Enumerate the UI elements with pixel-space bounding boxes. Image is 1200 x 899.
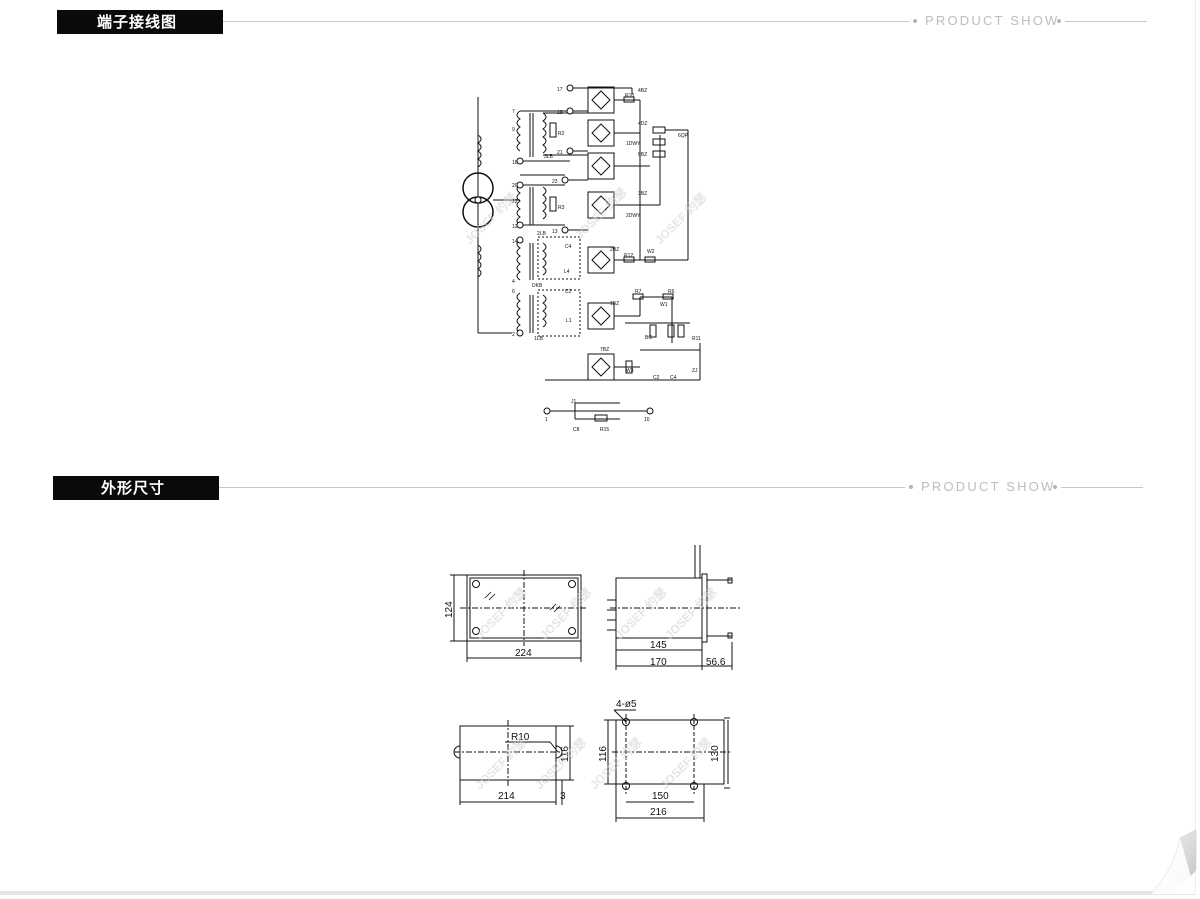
product-show-tagline: PRODUCT SHOW <box>925 13 1060 28</box>
svg-text:R3: R3 <box>558 205 565 211</box>
wiring-section-title: 端子接线图 <box>57 10 223 34</box>
dim-front-height: 124 <box>444 601 455 618</box>
svg-text:6BZ: 6BZ <box>638 152 647 158</box>
dim-mount-radius: R10 <box>511 732 530 743</box>
svg-text:C4: C4 <box>565 244 572 250</box>
bullet-icon <box>909 485 913 489</box>
svg-text:2BZ: 2BZ <box>610 247 619 253</box>
dim-front-width: 224 <box>515 648 532 659</box>
svg-text:20: 20 <box>512 183 518 189</box>
svg-text:14: 14 <box>512 239 518 245</box>
svg-text:R2: R2 <box>558 131 565 137</box>
wiring-section-header: 端子接线图 PRODUCT SHOW <box>57 10 1147 34</box>
dimension-drawings: 124 224 145 170 56.6 R10 116 214 3 4-ø5 … <box>444 545 740 822</box>
svg-text:R7: R7 <box>635 289 642 295</box>
product-show-tagline: PRODUCT SHOW <box>921 479 1056 494</box>
svg-text:23: 23 <box>552 179 558 185</box>
svg-text:2: 2 <box>512 332 515 338</box>
svg-text:4: 4 <box>512 279 515 285</box>
header-rule-right <box>1065 21 1147 22</box>
svg-text:19: 19 <box>557 110 563 116</box>
svg-text:R15: R15 <box>600 427 609 433</box>
bullet-icon <box>1053 485 1057 489</box>
svg-text:7BZ: 7BZ <box>600 347 609 353</box>
svg-text:3LB: 3LB <box>544 154 554 160</box>
svg-text:R6: R6 <box>668 289 675 295</box>
dim-side-depth: 145 <box>650 640 667 651</box>
svg-text:DKB: DKB <box>532 283 543 289</box>
dim-mount-height: 116 <box>560 746 571 762</box>
svg-text:1: 1 <box>545 417 548 423</box>
svg-text:R10: R10 <box>625 93 634 99</box>
wiring-diagram: 17 19 7 9 21 18 23 20 22 12 14 4 6 2 1 1… <box>462 84 701 433</box>
svg-text:W2: W2 <box>647 249 655 255</box>
dim-holes: 4-ø5 <box>616 699 637 710</box>
dim-mount-gap: 3 <box>560 791 566 802</box>
svg-text:12: 12 <box>512 224 518 230</box>
dimensions-section-header: 外形尺寸 PRODUCT SHOW <box>53 476 1143 500</box>
dimensions-section-title: 外形尺寸 <box>53 476 219 500</box>
svg-text:1BZ: 1BZ <box>610 301 619 307</box>
svg-text:C4: C4 <box>670 375 677 381</box>
dim-mount-width: 214 <box>498 791 515 802</box>
dim-side-extra: 56.6 <box>706 657 726 668</box>
page-curl-icon <box>1149 830 1197 895</box>
svg-text:4BZ: 4BZ <box>638 88 647 94</box>
dim-panel-height-inner: 116 <box>598 746 609 762</box>
svg-text:6QP: 6QP <box>678 133 689 139</box>
svg-text:R12: R12 <box>624 253 633 259</box>
svg-text:18: 18 <box>512 160 518 166</box>
svg-text:W1: W1 <box>660 302 668 308</box>
svg-text:W3: W3 <box>626 368 634 374</box>
dim-panel-hole-spacing: 150 <box>652 791 669 802</box>
svg-text:C2: C2 <box>653 375 660 381</box>
svg-text:2DWY: 2DWY <box>626 213 641 219</box>
svg-text:1LB: 1LB <box>534 336 544 342</box>
svg-text:J1: J1 <box>571 399 577 405</box>
svg-text:21: 21 <box>557 150 563 156</box>
svg-text:L1: L1 <box>566 318 572 324</box>
header-rule <box>219 487 905 488</box>
svg-text:R11: R11 <box>692 336 701 342</box>
svg-text:2LB: 2LB <box>537 231 547 237</box>
svg-text:BG: BG <box>645 335 652 341</box>
dim-panel-height-outer: 130 <box>710 745 721 762</box>
svg-text:L4: L4 <box>564 269 570 275</box>
svg-text:10: 10 <box>644 417 650 423</box>
header-rule-right <box>1061 487 1143 488</box>
svg-text:3BZ: 3BZ <box>638 191 647 197</box>
svg-text:C2: C2 <box>565 289 572 295</box>
svg-text:7: 7 <box>512 109 515 115</box>
dim-side-total: 170 <box>650 657 667 668</box>
dim-panel-width: 216 <box>650 807 667 818</box>
header-rule <box>223 21 909 22</box>
wiring-title-text: 端子接线图 <box>97 13 178 31</box>
svg-text:C8: C8 <box>573 427 580 433</box>
svg-text:1DWY: 1DWY <box>626 141 641 147</box>
svg-text:4DZ: 4DZ <box>638 121 647 127</box>
svg-text:22: 22 <box>512 199 518 205</box>
svg-text:6: 6 <box>512 289 515 295</box>
svg-text:17: 17 <box>557 87 563 93</box>
bullet-icon <box>1057 19 1061 23</box>
bullet-icon <box>913 19 917 23</box>
svg-text:9: 9 <box>512 127 515 133</box>
svg-text:ZJ: ZJ <box>692 368 698 374</box>
dimensions-title-text: 外形尺寸 <box>101 479 166 497</box>
svg-text:13: 13 <box>552 229 558 235</box>
